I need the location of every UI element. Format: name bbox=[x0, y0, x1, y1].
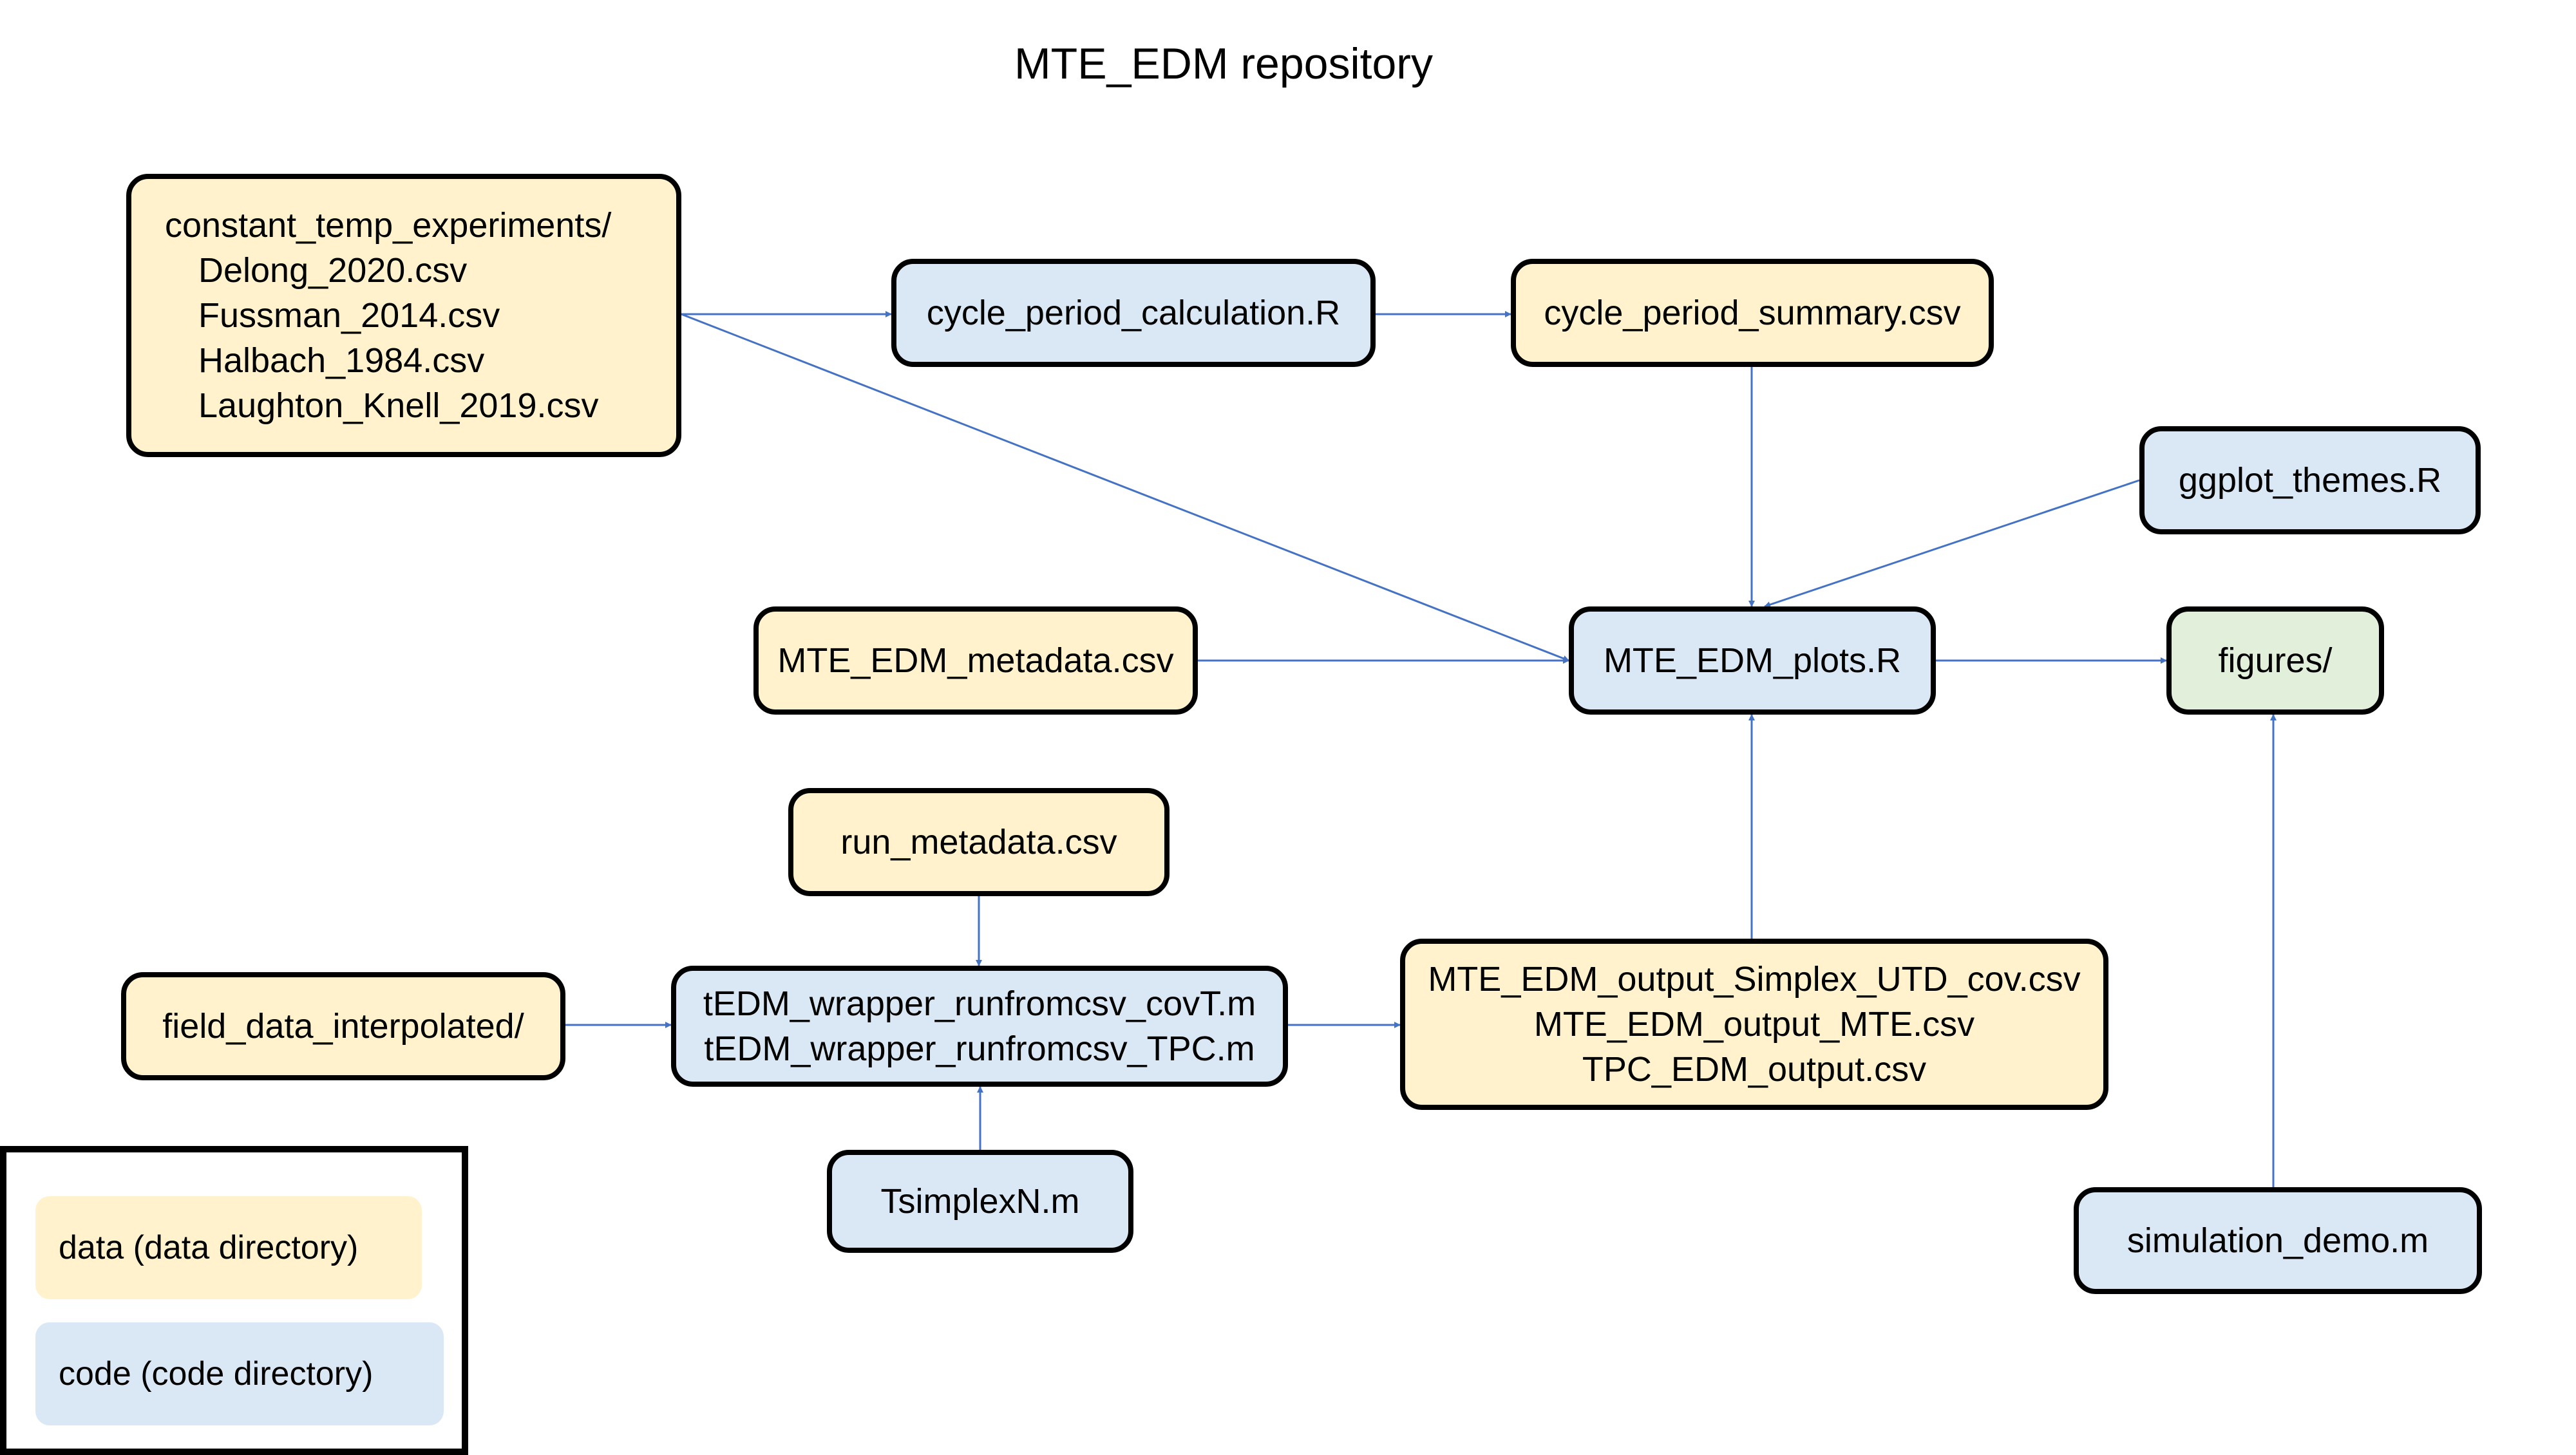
legend-data-label: data (data directory) bbox=[59, 1229, 359, 1266]
node-ggplot-themes: ggplot_themes.R bbox=[2139, 426, 2481, 534]
node-constant-temp-experiments: constant_temp_experiments/ Delong_2020.c… bbox=[126, 174, 681, 457]
file-item: Fussman_2014.csv bbox=[198, 296, 500, 335]
node-label: figures/ bbox=[2218, 641, 2333, 680]
node-label: ggplot_themes.R bbox=[2178, 461, 2442, 500]
diagram-title: MTE_EDM repository bbox=[1014, 39, 1433, 88]
node-mte-edm-metadata: MTE_EDM_metadata.csv bbox=[753, 606, 1198, 715]
node-label: run_metadata.csv bbox=[840, 823, 1117, 861]
edge-ggplot-themes-to-plots bbox=[1764, 479, 2140, 608]
edge-constant-temp-to-plots bbox=[681, 313, 1569, 662]
node-field-data-interpolated: field_data_interpolated/ bbox=[121, 972, 565, 1080]
file-item: Delong_2020.csv bbox=[198, 251, 468, 290]
node-run-metadata: run_metadata.csv bbox=[788, 788, 1170, 896]
node-label: MTE_EDM_output_MTE.csv bbox=[1533, 1005, 1975, 1044]
file-item: Laughton_Knell_2019.csv bbox=[198, 386, 599, 425]
node-cycle-period-summary: cycle_period_summary.csv bbox=[1511, 259, 1994, 367]
file-item: Halbach_1984.csv bbox=[198, 341, 485, 380]
legend-code-label: code (code directory) bbox=[59, 1355, 374, 1393]
node-label: MTE_EDM_metadata.csv bbox=[777, 641, 1174, 680]
node-tsimplexn: TsimplexN.m bbox=[827, 1150, 1133, 1253]
node-label: tEDM_wrapper_runfromcsv_covT.m bbox=[703, 984, 1256, 1023]
node-mte-edm-plots: MTE_EDM_plots.R bbox=[1569, 606, 1936, 715]
node-mte-edm-outputs: MTE_EDM_output_Simplex_UTD_cov.csv MTE_E… bbox=[1400, 939, 2108, 1110]
node-label: TsimplexN.m bbox=[880, 1182, 1080, 1221]
folder-header: constant_temp_experiments/ bbox=[165, 206, 612, 245]
node-label: cycle_period_calculation.R bbox=[926, 294, 1341, 332]
legend: data (data directory) code (code directo… bbox=[0, 1146, 468, 1455]
node-simulation-demo: simulation_demo.m bbox=[2074, 1187, 2482, 1294]
legend-code-swatch: code (code directory) bbox=[35, 1322, 444, 1425]
node-label: cycle_period_summary.csv bbox=[1544, 294, 1961, 332]
node-label: tEDM_wrapper_runfromcsv_TPC.m bbox=[704, 1029, 1255, 1068]
node-label: MTE_EDM_output_Simplex_UTD_cov.csv bbox=[1428, 960, 2081, 999]
node-tedm-wrapper: tEDM_wrapper_runfromcsv_covT.m tEDM_wrap… bbox=[671, 966, 1288, 1087]
node-label: field_data_interpolated/ bbox=[162, 1007, 524, 1046]
node-label: simulation_demo.m bbox=[2126, 1221, 2429, 1260]
node-figures: figures/ bbox=[2166, 606, 2384, 715]
legend-data-swatch: data (data directory) bbox=[35, 1196, 422, 1299]
node-label: MTE_EDM_plots.R bbox=[1603, 641, 1902, 680]
node-cycle-period-calculation: cycle_period_calculation.R bbox=[891, 259, 1376, 367]
node-label: TPC_EDM_output.csv bbox=[1582, 1050, 1927, 1089]
